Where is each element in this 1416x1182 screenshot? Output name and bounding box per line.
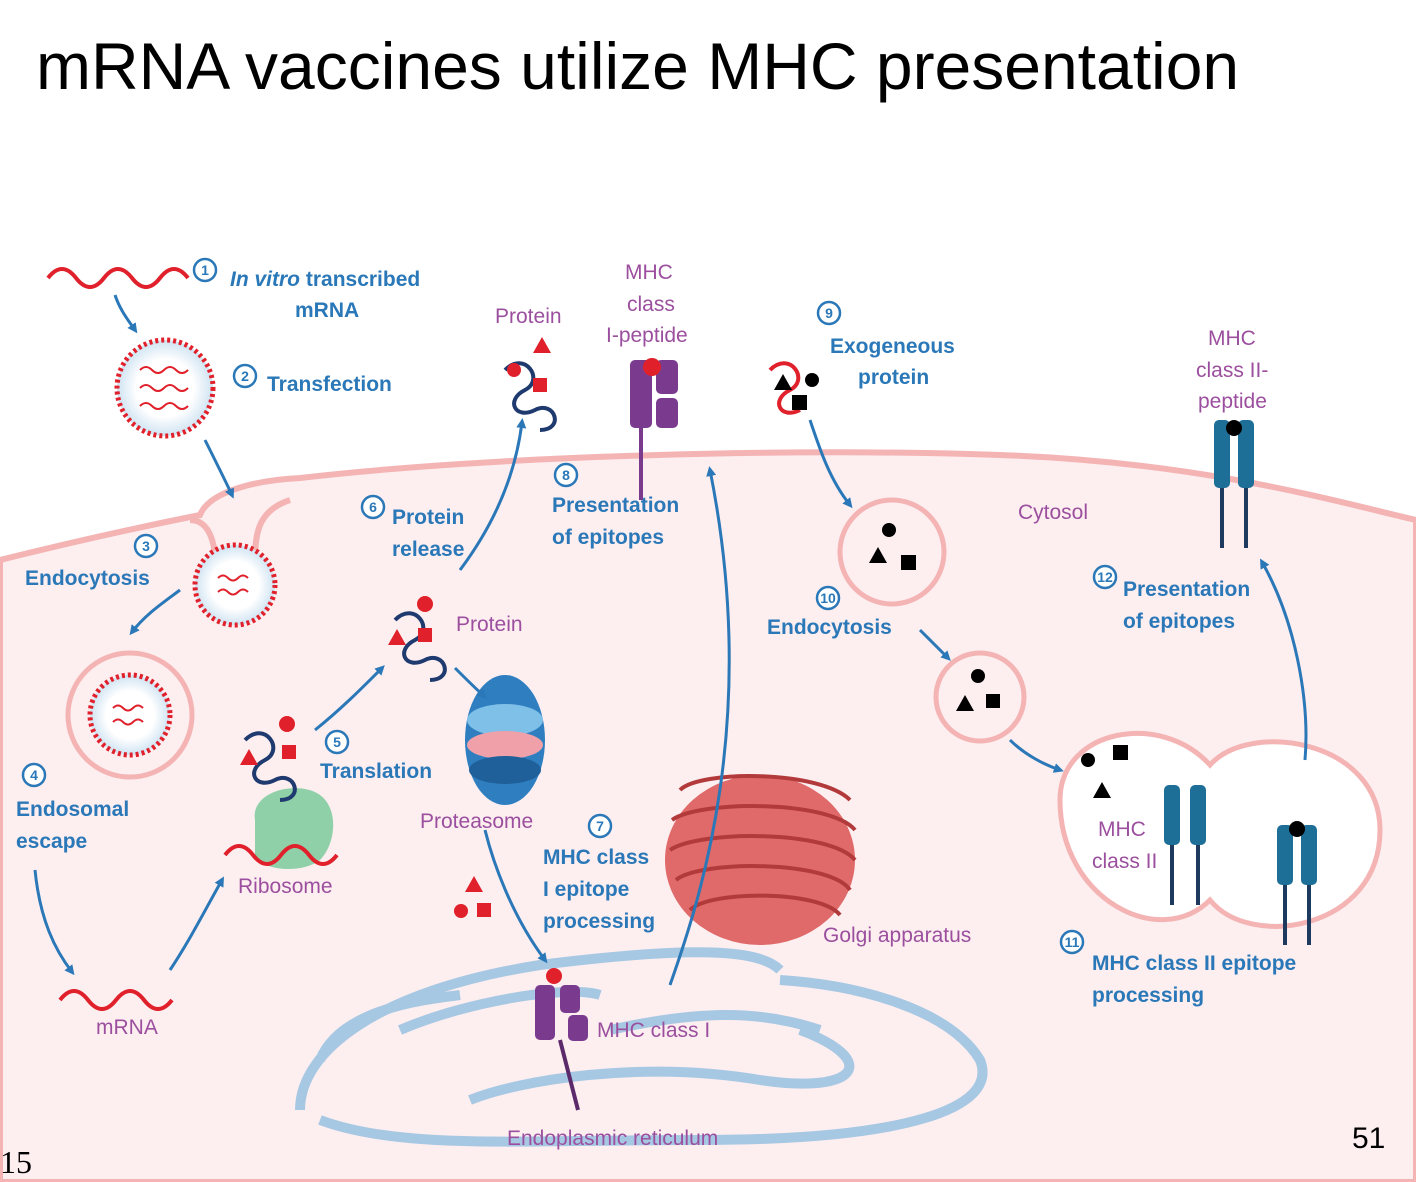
step-6-number: 6	[369, 499, 377, 515]
mhc-ii-peptide-label-line2: class II-	[1196, 359, 1268, 382]
mhc-ii-peptide-label-line3: peptide	[1198, 390, 1267, 413]
step-12-label-line2: of epitopes	[1123, 610, 1235, 633]
mhc-i-peptide-label-line2: class	[627, 293, 675, 316]
endosome-exogenous	[837, 497, 947, 607]
endoplasmic-reticulum	[295, 947, 988, 1147]
step-9-label-line2: protein	[858, 366, 929, 389]
step-10-number: 10	[820, 590, 836, 606]
er-label: Endoplasmic reticulum	[507, 1127, 718, 1150]
slide-title: mRNA vaccines utilize MHC presentation	[36, 29, 1240, 103]
mhc-i-peptide-label-line3: I-peptide	[606, 324, 688, 347]
mhc-class-i-surface	[630, 358, 678, 500]
mhc-class-i-label: MHC class I	[597, 1019, 710, 1042]
step-7-number: 7	[596, 818, 604, 834]
endocytosed-particle	[192, 542, 278, 628]
step-7-label: MHC class	[543, 846, 649, 869]
step-9-label: Exogeneous	[830, 335, 955, 358]
mhc-class-ii-label-line2: class II	[1092, 850, 1157, 873]
endosome	[65, 650, 195, 780]
step-2-label: Transfection	[267, 373, 392, 396]
step-2-number: 2	[241, 368, 249, 384]
epitope-shapes-red	[240, 337, 551, 918]
proteasome-label: Proteasome	[420, 810, 533, 833]
golgi-apparatus	[665, 774, 857, 945]
mhc-ii-peptide-label-line1: MHC	[1208, 327, 1256, 350]
cytosol-label: Cytosol	[1018, 501, 1088, 524]
step-6-label-line2: release	[392, 538, 464, 561]
step-1-number: 1	[201, 262, 209, 278]
step-3-label: Endocytosis	[25, 567, 150, 590]
step-6-label: Protein	[392, 506, 464, 529]
step-5-number: 5	[333, 734, 341, 750]
mhc-class-ii-loaded	[1277, 821, 1317, 945]
ribosome-label: Ribosome	[238, 875, 333, 898]
step-10-label: Endocytosis	[767, 616, 892, 639]
step-8-label-line2: of epitopes	[552, 526, 664, 549]
step-4-label-line2: escape	[16, 830, 87, 853]
step-1-label: In vitro transcribed	[230, 268, 420, 291]
step-11-label: MHC class II epitope	[1092, 952, 1296, 975]
step-5-label: Translation	[320, 760, 432, 783]
step-numbers: 1 2 3 4 5 6 7 8 9 10 11 12	[30, 262, 1113, 950]
mhc-class-ii-label-line1: MHC	[1098, 818, 1146, 841]
step-7-label-line3: processing	[543, 910, 655, 933]
corner-text: 15	[0, 1144, 32, 1180]
step-1-label-line2: mRNA	[295, 299, 359, 322]
slide-number: 51	[1352, 1122, 1386, 1155]
mrna-label: mRNA	[96, 1016, 158, 1039]
step-8-number: 8	[562, 467, 570, 483]
proteasome	[465, 675, 545, 805]
mhc-class-ii-empty	[1164, 785, 1206, 905]
protein-mid-label: Protein	[456, 613, 523, 636]
pathway-arrows	[33, 294, 1308, 986]
step-7-label-line2: I epitope	[543, 878, 629, 901]
exogenous-protein	[768, 361, 819, 415]
step-markers	[21, 257, 1118, 955]
step-4-number: 4	[30, 767, 38, 783]
step-12-number: 12	[1097, 569, 1113, 585]
step-3-number: 3	[142, 538, 150, 554]
late-endosome	[933, 650, 1027, 744]
mhc-i-peptide-label-line1: MHC	[625, 261, 673, 284]
lipid-nanoparticle	[114, 337, 216, 439]
mhc-ii-compartment	[1057, 730, 1383, 929]
step-12-label: Presentation	[1123, 578, 1250, 601]
structure-labels: Protein MHC class I-peptide MHC class II…	[96, 261, 1268, 1150]
step-11-label-line2: processing	[1092, 984, 1204, 1007]
golgi-label: Golgi apparatus	[823, 924, 971, 947]
mhc-class-ii-surface	[1214, 420, 1254, 548]
step-labels: In vitro transcribed mRNA Transfection E…	[16, 268, 1296, 1007]
step-4-label: Endosomal	[16, 798, 129, 821]
protein-icons	[243, 361, 557, 802]
ribosome	[254, 788, 334, 870]
mrna-squiggles	[46, 267, 339, 1011]
step-9-number: 9	[825, 305, 833, 321]
mhc-class-i-er	[535, 968, 588, 1111]
protein-top-label: Protein	[495, 305, 562, 328]
step-8-label: Presentation	[552, 494, 679, 517]
step-11-number: 11	[1065, 934, 1080, 950]
